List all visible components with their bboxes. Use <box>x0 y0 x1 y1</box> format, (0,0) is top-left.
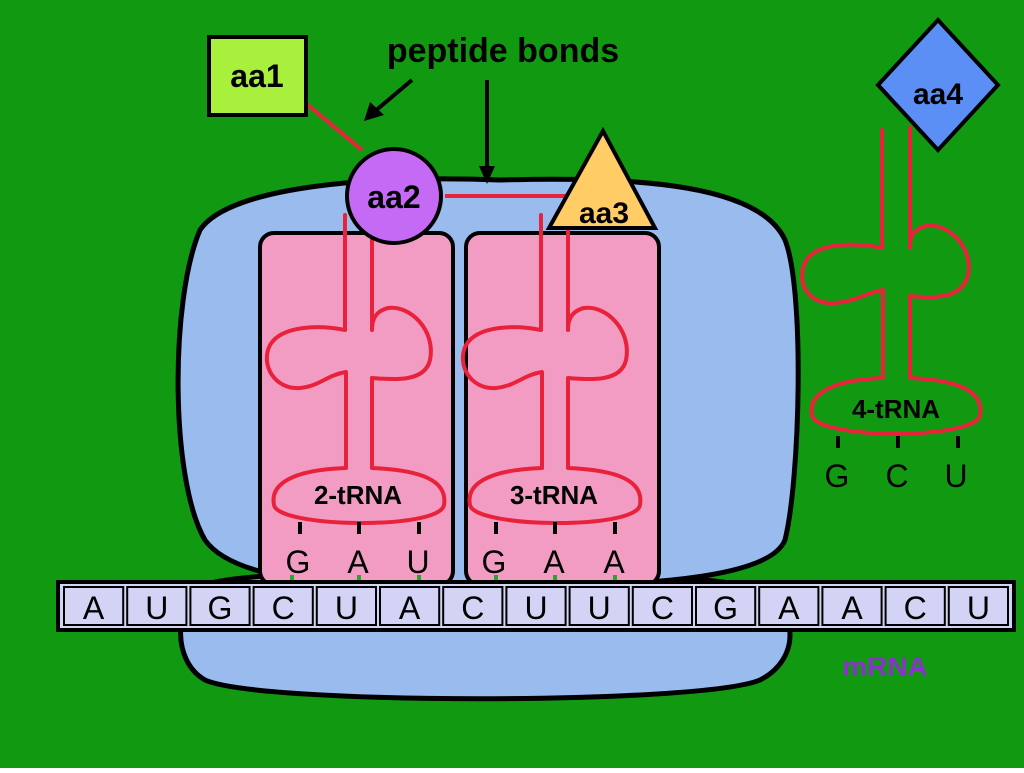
trna-box-2 <box>258 231 455 587</box>
peptide-bonds-label: peptide bonds <box>387 32 619 70</box>
mrna-cell <box>568 586 630 626</box>
mrna-cell <box>189 586 251 626</box>
mrna-label: mRNA <box>842 651 928 682</box>
mrna-base: A <box>399 590 421 626</box>
mrna-base: G <box>713 590 738 626</box>
trna-label-3: 3-tRNA <box>510 480 598 510</box>
mrna-base: C <box>461 590 484 626</box>
trna-label-4: 4-tRNA <box>852 394 940 424</box>
aa3-label: aa3 <box>579 197 629 230</box>
mrna-base: C <box>651 590 674 626</box>
aa1-square <box>207 35 308 117</box>
mrna-cell <box>63 586 125 626</box>
anticodon-4: G C U <box>825 436 968 494</box>
aa2-circle <box>345 147 443 245</box>
anticodon-4-base-2: C <box>885 458 908 494</box>
peptide-bond-arrow-down <box>479 80 495 184</box>
aa2-label: aa2 <box>367 179 420 215</box>
aa4-label: aa4 <box>913 78 963 111</box>
mrna-base: A <box>83 590 105 626</box>
peptide-bond-arrow-left <box>364 78 414 121</box>
mrna-cell <box>884 586 946 626</box>
mrna-base: A <box>778 590 800 626</box>
mrna-base: A <box>841 590 863 626</box>
anticodon-2-base-1: G <box>286 544 311 580</box>
mrna-cell <box>442 586 504 626</box>
mrna-cell <box>505 586 567 626</box>
trna-label-2: 2-tRNA <box>314 480 402 510</box>
mrna-cell <box>631 586 693 626</box>
bond-aa1-aa2 <box>306 103 364 152</box>
mrna-cell <box>758 586 820 626</box>
anticodon-4-base-1: G <box>825 458 850 494</box>
mrna-base: U <box>588 590 611 626</box>
mrna-base: C <box>904 590 927 626</box>
anticodon-3-base-1: G <box>482 544 507 580</box>
mrna-base: G <box>208 590 233 626</box>
mrna-base: C <box>272 590 295 626</box>
mrna-cell <box>379 586 441 626</box>
anticodon-3-base-2: A <box>543 544 565 580</box>
mrna-base: U <box>967 590 990 626</box>
anticodon-2-base-3: U <box>406 544 429 580</box>
mrna-cell <box>947 586 1009 626</box>
anticodon-2-base-2: A <box>347 544 369 580</box>
mrna-base: U <box>524 590 547 626</box>
mrna-cell <box>252 586 314 626</box>
aa3-triangle <box>545 126 659 230</box>
mrna-cell <box>695 586 757 626</box>
mrna-base: U <box>335 590 358 626</box>
anticodon-3: G A A <box>482 522 625 587</box>
trna-strand-4 <box>800 126 983 436</box>
anticodon-4-base-3: U <box>944 458 967 494</box>
aa1-label: aa1 <box>230 58 283 94</box>
mrna-cell <box>126 586 188 626</box>
mrna-cell <box>821 586 883 626</box>
aa4-diamond <box>875 17 1001 153</box>
mrna-base: U <box>145 590 168 626</box>
anticodon-3-base-3: A <box>603 544 625 580</box>
mrna-cell <box>315 586 377 626</box>
